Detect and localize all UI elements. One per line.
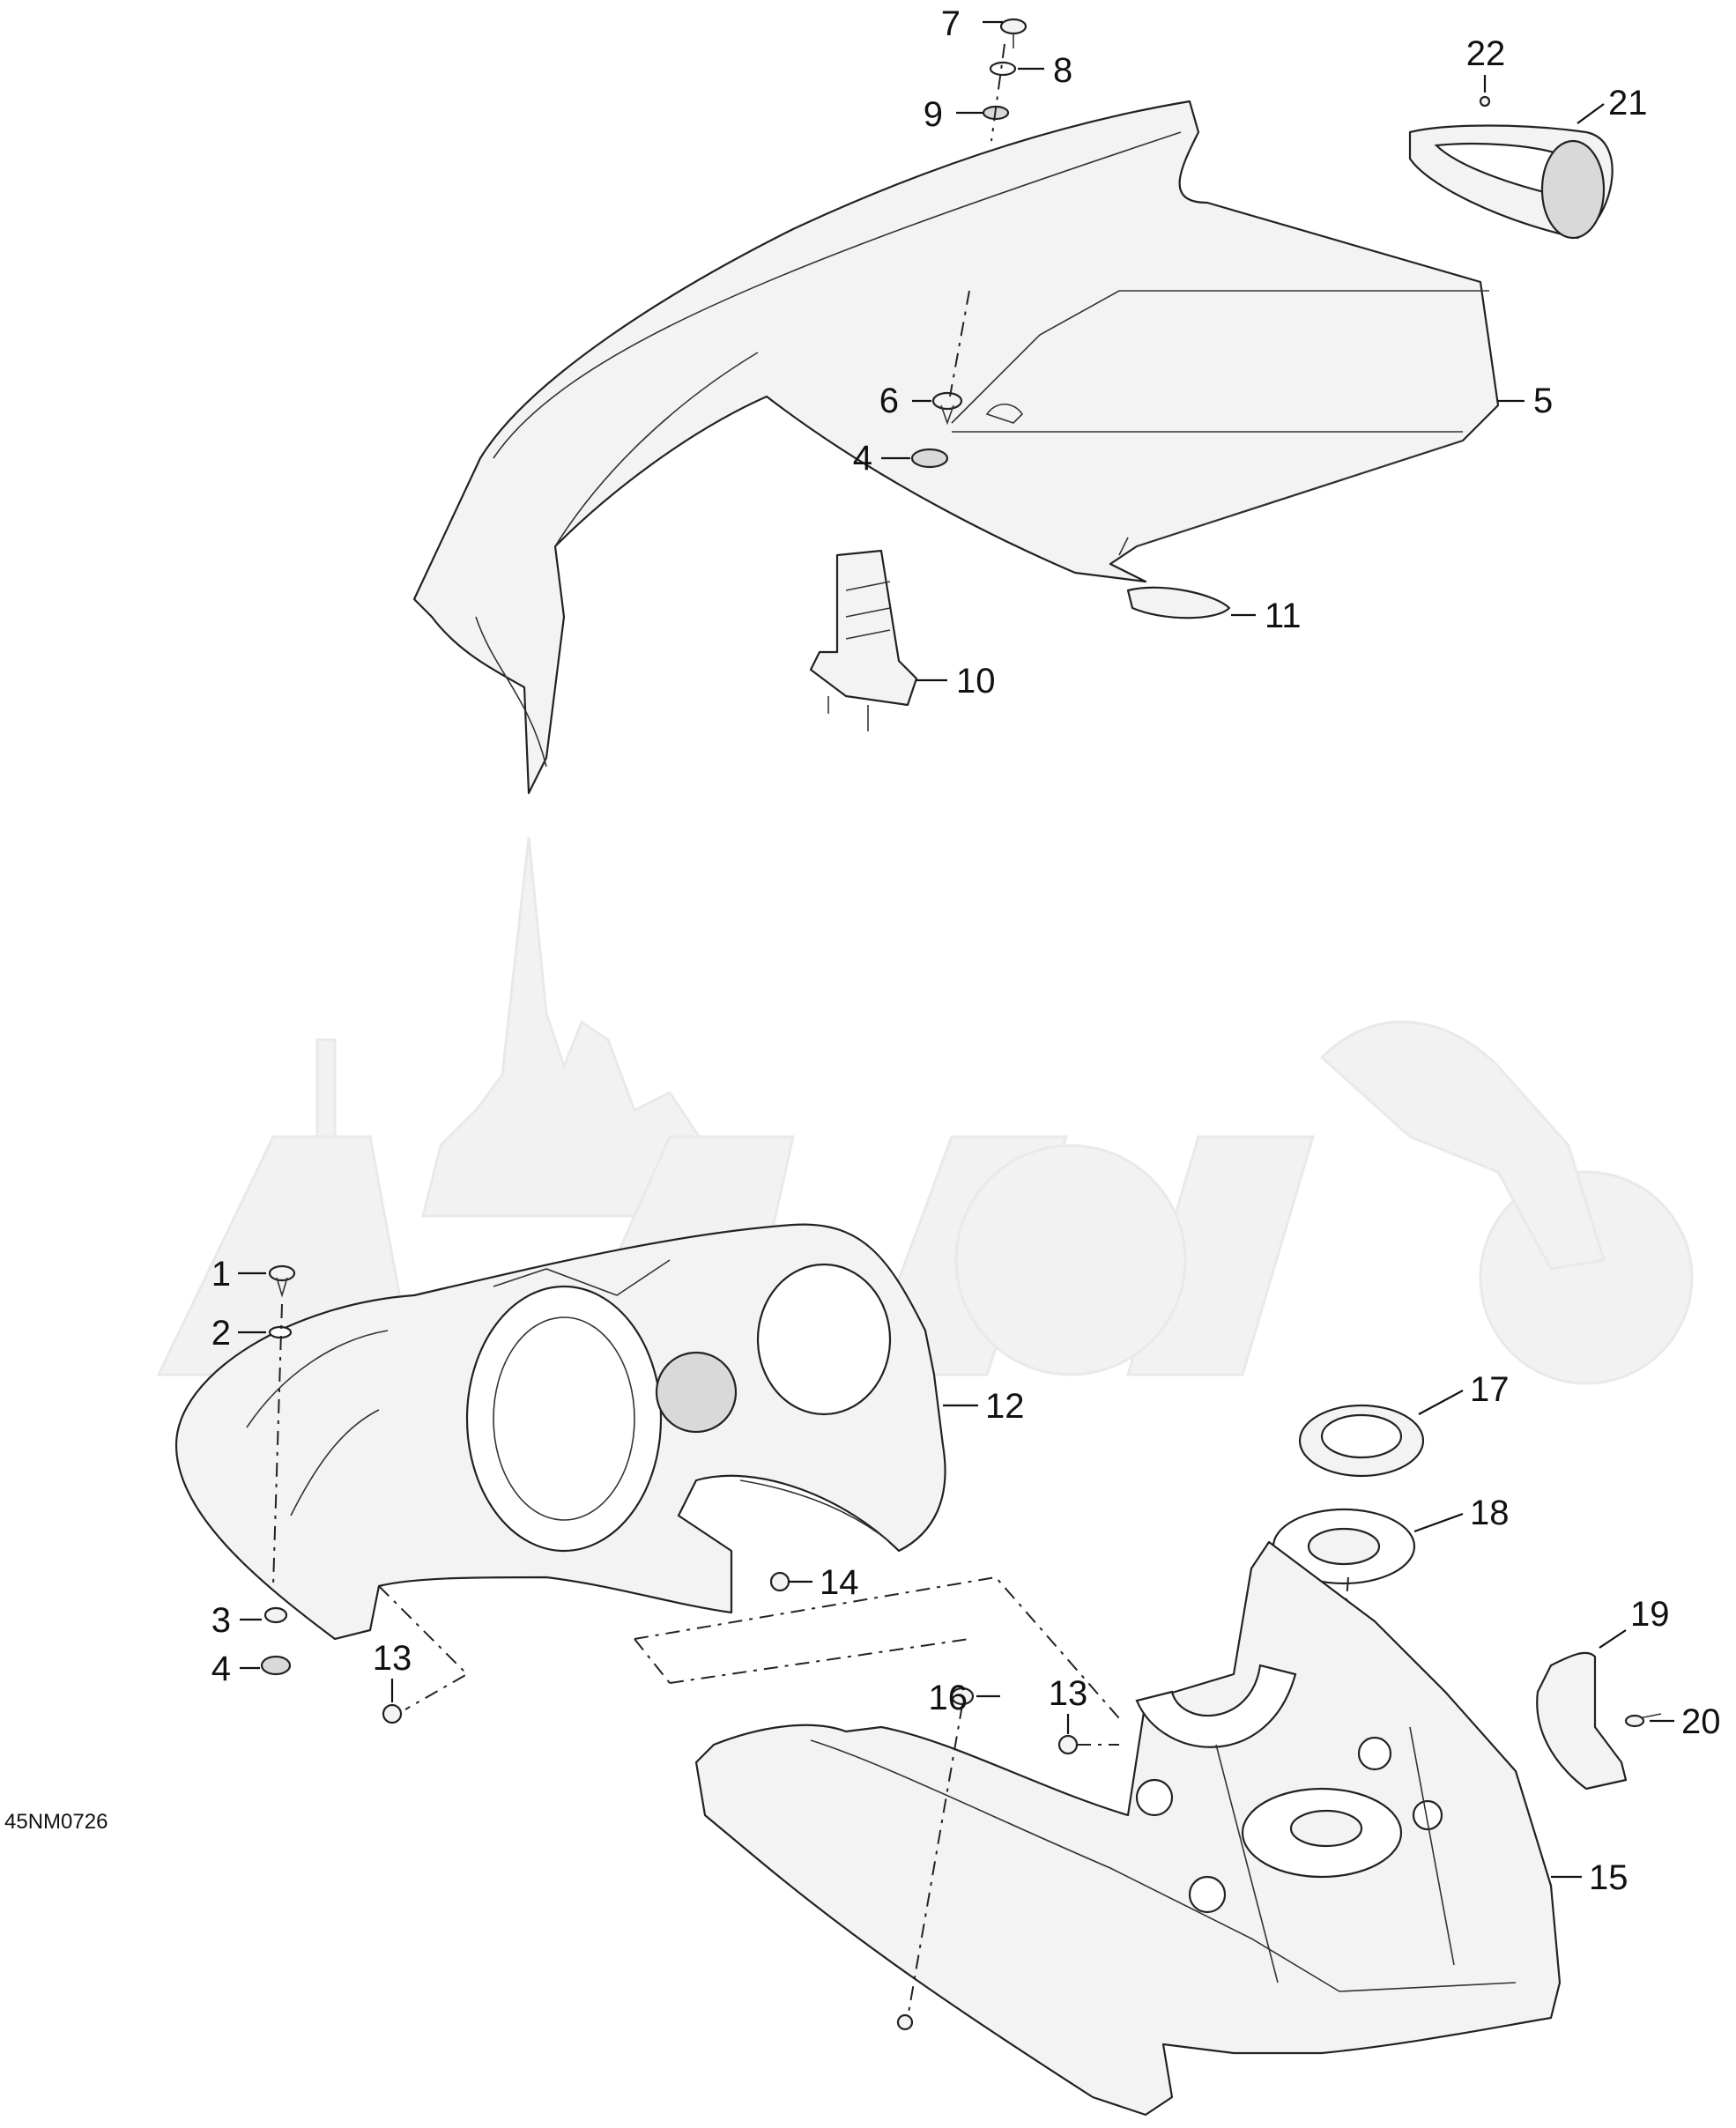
tank-cover-part bbox=[694, 1540, 1562, 2117]
callout-1: 1 bbox=[211, 1255, 231, 1294]
callout-19: 19 bbox=[1630, 1595, 1670, 1634]
callout-15: 15 bbox=[1589, 1858, 1628, 1897]
callout-6: 6 bbox=[879, 382, 899, 420]
antenna-light-part bbox=[809, 549, 918, 731]
callout-9: 9 bbox=[924, 95, 943, 134]
top-hardware bbox=[910, 18, 1491, 469]
leader-lines bbox=[238, 20, 1674, 1879]
callout-2: 2 bbox=[211, 1314, 231, 1353]
windshield-cowl-part bbox=[412, 100, 1500, 795]
callout-13b: 13 bbox=[1049, 1674, 1088, 1713]
callout-4b: 4 bbox=[211, 1650, 231, 1688]
side-trim-part bbox=[1536, 1651, 1628, 1791]
ring-gasket-parts bbox=[1272, 1404, 1425, 1807]
callout-4: 4 bbox=[853, 439, 872, 478]
diagram-code: 45NM0726 bbox=[4, 1810, 108, 1834]
callout-3: 3 bbox=[211, 1601, 231, 1640]
clip-part bbox=[1126, 586, 1231, 619]
lower-hardware bbox=[260, 1264, 1662, 2031]
callout-22: 22 bbox=[1466, 34, 1506, 73]
callout-14: 14 bbox=[820, 1563, 859, 1602]
callout-18: 18 bbox=[1470, 1494, 1510, 1532]
callout-labels: 7 8 9 22 21 6 5 4 11 10 1 2 12 17 18 3 1… bbox=[211, 4, 1721, 1897]
callout-5: 5 bbox=[1533, 382, 1553, 420]
callout-21: 21 bbox=[1608, 84, 1648, 122]
mirror-part bbox=[1408, 124, 1614, 240]
callout-7: 7 bbox=[941, 4, 961, 43]
callout-16: 16 bbox=[929, 1679, 968, 1717]
callout-13: 13 bbox=[373, 1639, 412, 1678]
callout-12: 12 bbox=[985, 1387, 1025, 1426]
callout-10: 10 bbox=[956, 662, 996, 701]
callout-20: 20 bbox=[1681, 1702, 1721, 1741]
callout-17: 17 bbox=[1470, 1370, 1510, 1409]
instrument-housing-part bbox=[174, 1223, 946, 1641]
callout-11: 11 bbox=[1265, 597, 1302, 635]
callout-8: 8 bbox=[1053, 51, 1072, 90]
